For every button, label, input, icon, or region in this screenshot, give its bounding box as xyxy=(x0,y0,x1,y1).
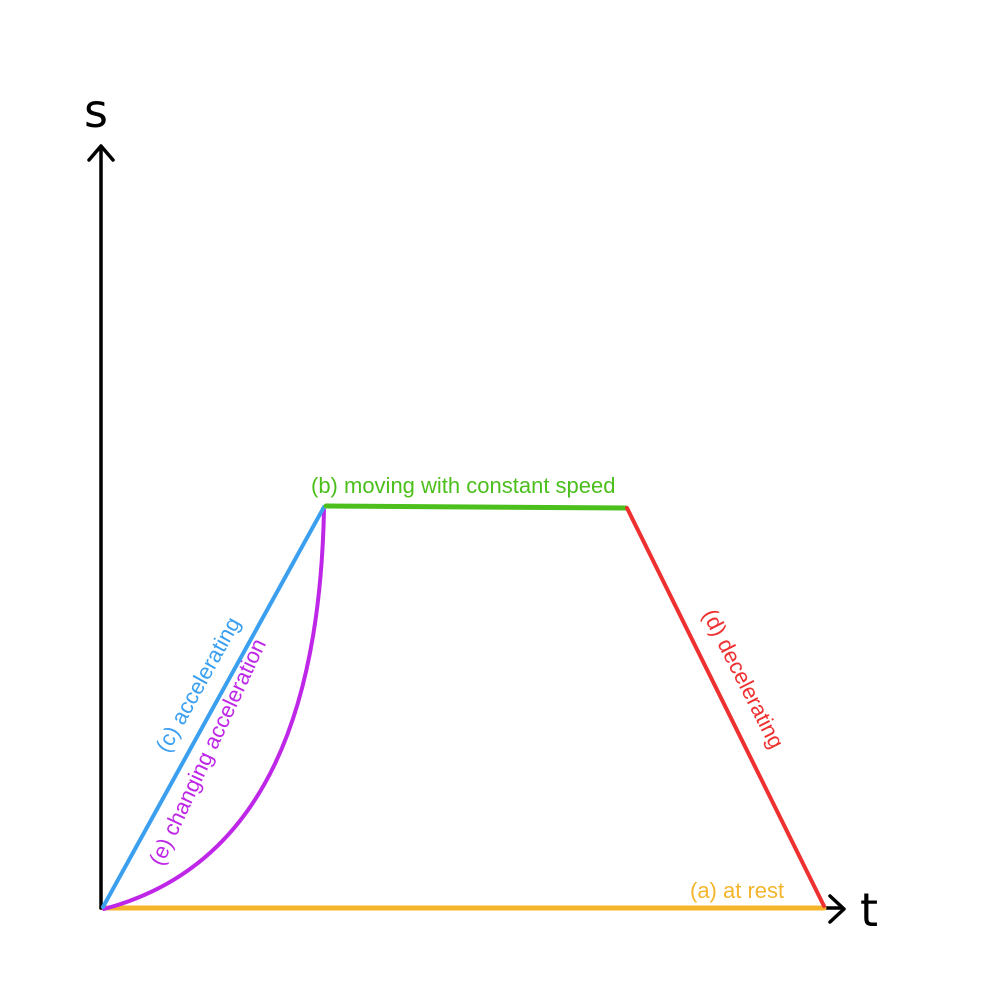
segment-b-label: (b) moving with constant speed xyxy=(311,473,616,498)
x-axis-label: t xyxy=(860,883,878,937)
segment-d-line xyxy=(625,506,826,908)
segment-b-line xyxy=(323,503,629,511)
axes: s t xyxy=(84,84,878,937)
segment-e-curve xyxy=(102,508,326,911)
y-axis-arrowhead xyxy=(87,144,115,162)
y-axis-label: s xyxy=(84,84,108,138)
segment-a-label: (a) at rest xyxy=(690,878,784,903)
segment-c-line xyxy=(101,505,326,909)
x-axis-arrowhead xyxy=(828,894,846,924)
